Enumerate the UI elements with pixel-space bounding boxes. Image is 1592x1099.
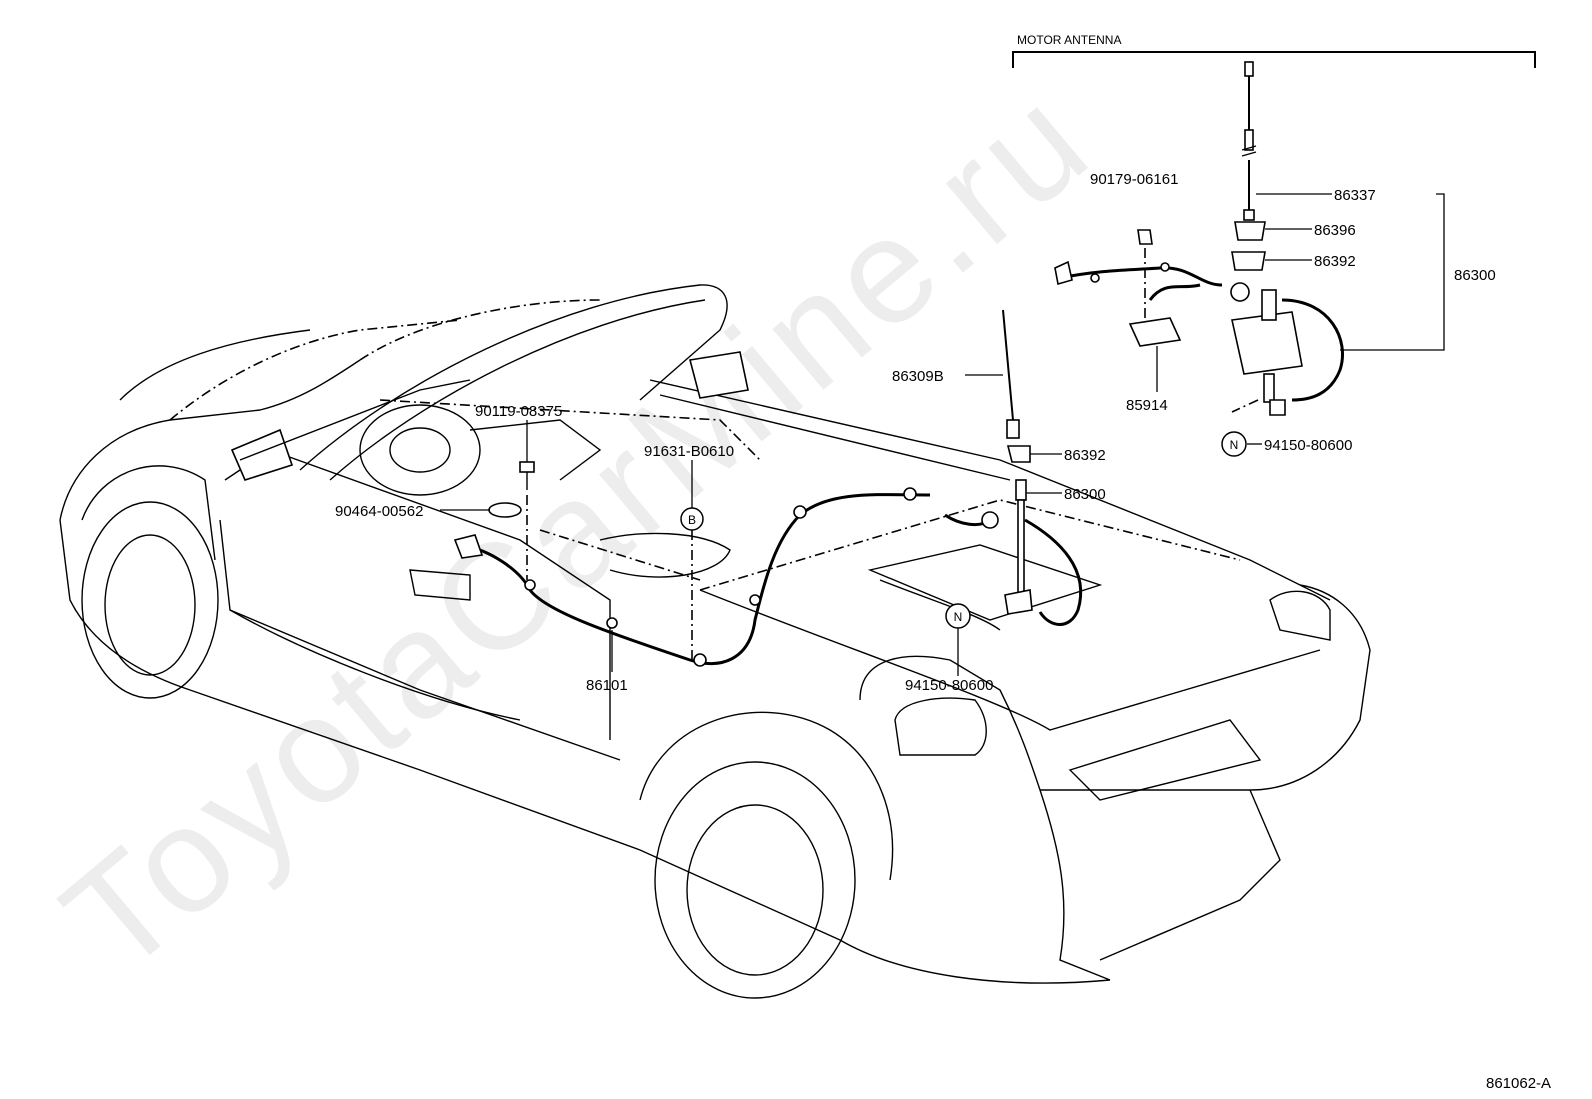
callout-86101: 86101 — [586, 677, 628, 694]
svg-text:N: N — [1230, 438, 1239, 452]
callout-86396: 86396 — [1314, 222, 1356, 239]
callout-90179-06161: 90179-06161 — [1090, 171, 1178, 188]
harness-grommet — [1230, 282, 1250, 302]
cable-clip — [693, 653, 707, 667]
motor-antenna-bracket — [1012, 51, 1536, 68]
rod-antenna-assembly — [1002, 309, 1083, 626]
nut-86392-mid — [1006, 445, 1031, 463]
antenna-cable-86101 — [453, 487, 999, 667]
relay-85914 — [1128, 317, 1182, 347]
callout-91631-B0610: 91631-B0610 — [644, 443, 734, 460]
section-title: MOTOR ANTENNA — [1017, 33, 1121, 47]
svg-text:B: B — [688, 513, 696, 527]
callout-94150-80600-right: 94150-80600 — [1264, 437, 1352, 454]
marker-n-bottom: N — [945, 603, 971, 629]
cable-clip — [793, 505, 807, 519]
antenna-motor-86300 — [1231, 311, 1303, 375]
callout-90464-00562: 90464-00562 — [335, 503, 423, 520]
callout-86392-mid: 86392 — [1064, 447, 1106, 464]
callout-86300-mid: 86300 — [1064, 486, 1106, 503]
leader-lines — [440, 193, 1445, 676]
figure-code: 861062-A — [1486, 1075, 1551, 1092]
callout-86309B: 86309B — [892, 368, 944, 385]
motor-antenna-group — [1012, 51, 1536, 416]
part-86396 — [1234, 221, 1266, 241]
part-86392 — [1231, 251, 1266, 271]
cable-clip — [606, 617, 618, 629]
callout-86300-right: 86300 — [1454, 267, 1496, 284]
cable-end-connector — [453, 534, 484, 559]
callout-85914: 85914 — [1126, 397, 1168, 414]
callout-86392-top: 86392 — [1314, 253, 1356, 270]
callout-86337: 86337 — [1334, 187, 1376, 204]
clamp-90464-00562 — [488, 502, 522, 518]
cable-grommet — [981, 511, 999, 529]
svg-text:N: N — [954, 610, 963, 624]
cable-clip — [749, 594, 761, 606]
nut-90179-06161 — [1137, 229, 1153, 245]
car-body-outline — [59, 284, 1371, 999]
callout-94150-80600-bottom: 94150-80600 — [905, 677, 993, 694]
watermark: ToyotaCarMine.ru — [33, 53, 1121, 1004]
cable-clip — [903, 487, 917, 501]
cable-clip — [524, 579, 536, 591]
marker-n-right: N — [1221, 431, 1247, 457]
callout-90119-08375: 90119-08375 — [475, 403, 562, 420]
marker-b: B — [680, 507, 704, 531]
